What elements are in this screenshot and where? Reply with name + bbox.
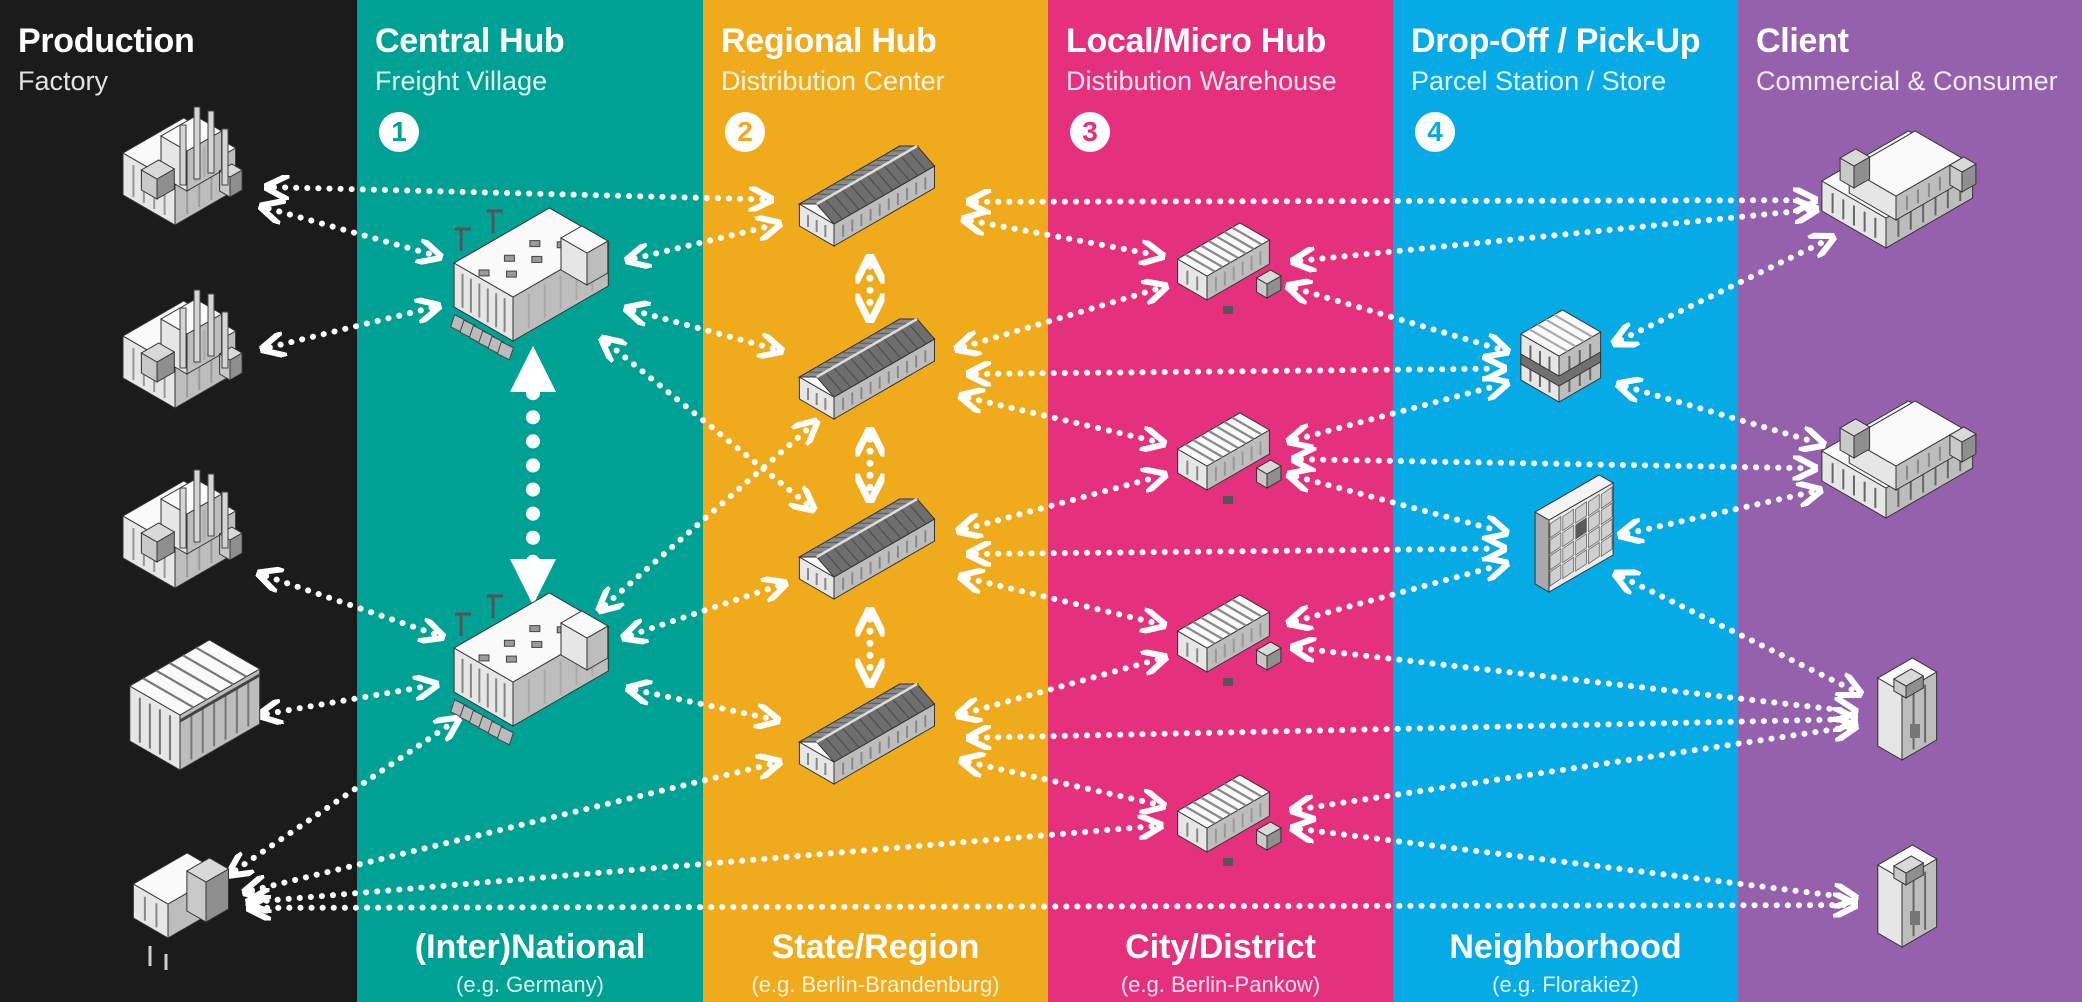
- link-arrow-d2-k3: [1622, 577, 1853, 690]
- link-arrow-f1-c1: [268, 209, 432, 255]
- link-arrow-r1-k1: [976, 200, 1808, 202]
- link-arrow-f5-c2: [235, 723, 452, 870]
- commercial-building-icon: [1820, 400, 1977, 519]
- workshop-icon: [132, 852, 230, 970]
- lane-subtitle: Commercial & Consumer: [1756, 66, 2058, 96]
- store-icon: [1519, 309, 1602, 403]
- distribution-center-icon: [797, 682, 936, 785]
- link-arrow-f3-c2: [266, 576, 435, 634]
- link-arrow-l2-k2: [1301, 459, 1808, 468]
- link-arrow-c2-r3: [631, 586, 779, 635]
- link-arrow-l4-k3: [1299, 727, 1848, 809]
- link-arrow-r2-l2: [968, 398, 1156, 442]
- link-arrow-d2-k2: [1627, 492, 1813, 534]
- link-arrow-f2-c1: [270, 308, 432, 348]
- distribution-center-icon: [797, 497, 936, 600]
- lane-title: Production: [18, 22, 195, 60]
- link-arrow-r3-d2: [976, 549, 1497, 554]
- link-arrow-f4-c2: [267, 686, 430, 714]
- parcel-station-icon: [1534, 474, 1615, 593]
- link-arrow-r2-l1: [964, 288, 1159, 346]
- freight-village-icon: [450, 207, 610, 361]
- freight-village-icon: [450, 592, 610, 746]
- lane-scale-label: City/District: [1125, 928, 1316, 966]
- lane-subtitle: Distibution Warehouse: [1066, 66, 1337, 96]
- link-arrow-c1-r1: [635, 225, 773, 258]
- lane-title: Regional Hub: [721, 22, 937, 60]
- lane-scale-example: (e.g. Germany): [456, 972, 604, 997]
- link-arrow-r4-l3: [965, 659, 1158, 713]
- link-arrow-f5-k4: [256, 905, 1848, 908]
- link-arrow-f1-r1: [274, 187, 764, 199]
- lane-subtitle: Distribution Center: [721, 66, 945, 96]
- lane-step-number-badge: 2: [725, 112, 765, 152]
- link-arrow-r1-l1: [971, 221, 1156, 255]
- house-icon: [1876, 844, 1938, 948]
- link-arrow-r4-l4: [969, 762, 1157, 804]
- link-arrow-l3-d2: [1296, 565, 1499, 621]
- factory-icon: [121, 106, 244, 226]
- lane-scale-label: Neighborhood: [1449, 928, 1682, 966]
- micro-hub-icon: [1176, 594, 1282, 686]
- lane-title: Client: [1756, 22, 1849, 60]
- link-arrow-c1-r3: [608, 343, 808, 504]
- lane-subtitle: Factory: [18, 66, 109, 96]
- lane-step-number-badge: 1: [379, 112, 419, 152]
- link-arrow-l2-d2: [1296, 477, 1499, 531]
- lane-title: Local/Micro Hub: [1066, 22, 1326, 60]
- factory-icon: [121, 289, 244, 409]
- micro-hub-icon: [1176, 412, 1282, 504]
- micro-hub-icon: [1176, 774, 1282, 866]
- house-icon: [1876, 657, 1938, 761]
- lane-scale-label: State/Region: [771, 928, 980, 966]
- factory-icon: [121, 469, 244, 589]
- link-arrow-d1-k2: [1626, 386, 1817, 442]
- link-arrow-l3-k3: [1300, 648, 1848, 711]
- lane-title: Central Hub: [375, 22, 565, 60]
- link-arrow-f5-r4: [252, 764, 772, 891]
- distribution-center-icon: [797, 144, 936, 247]
- link-arrow-r3-l2: [966, 477, 1158, 529]
- lane-scale-example: (e.g. Berlin-Pankow): [1120, 972, 1321, 997]
- lane-step-number-badge: 3: [1070, 112, 1110, 152]
- link-arrow-l1-k1: [1300, 210, 1809, 261]
- commercial-building-icon: [1820, 130, 1977, 249]
- lane-scale-example: (e.g. Florakiez): [1492, 972, 1639, 997]
- link-arrow-c2-r2: [605, 427, 811, 606]
- lane-scale-example: (e.g. Berlin-Brandenburg): [751, 972, 1000, 997]
- link-arrow-l2-d1: [1296, 385, 1500, 440]
- lane-title: Drop-Off / Pick-Up: [1411, 22, 1701, 60]
- link-arrow-l4-k4: [1300, 829, 1849, 897]
- link-arrow-f5-l4: [255, 826, 1153, 901]
- link-arrow-l1-d1: [1295, 288, 1500, 349]
- micro-hub-icon: [1176, 222, 1282, 314]
- lane-subtitle: Parcel Station / Store: [1411, 66, 1667, 96]
- distribution-center-icon: [797, 317, 936, 420]
- link-arrow-c1-r2: [633, 310, 774, 348]
- link-arrow-r3-l3: [968, 578, 1157, 623]
- lane-scale-label: (Inter)National: [414, 928, 646, 966]
- office-factory-icon: [128, 639, 261, 771]
- link-arrow-r2-d1: [976, 369, 1497, 374]
- link-arrow-c2-r4: [635, 690, 770, 719]
- lane-subtitle: Freight Village: [375, 66, 548, 96]
- lane-step-number-badge: 4: [1415, 112, 1455, 152]
- link-arrow-d1-k1: [1621, 240, 1826, 339]
- link-arrow-r4-k3: [976, 719, 1848, 737]
